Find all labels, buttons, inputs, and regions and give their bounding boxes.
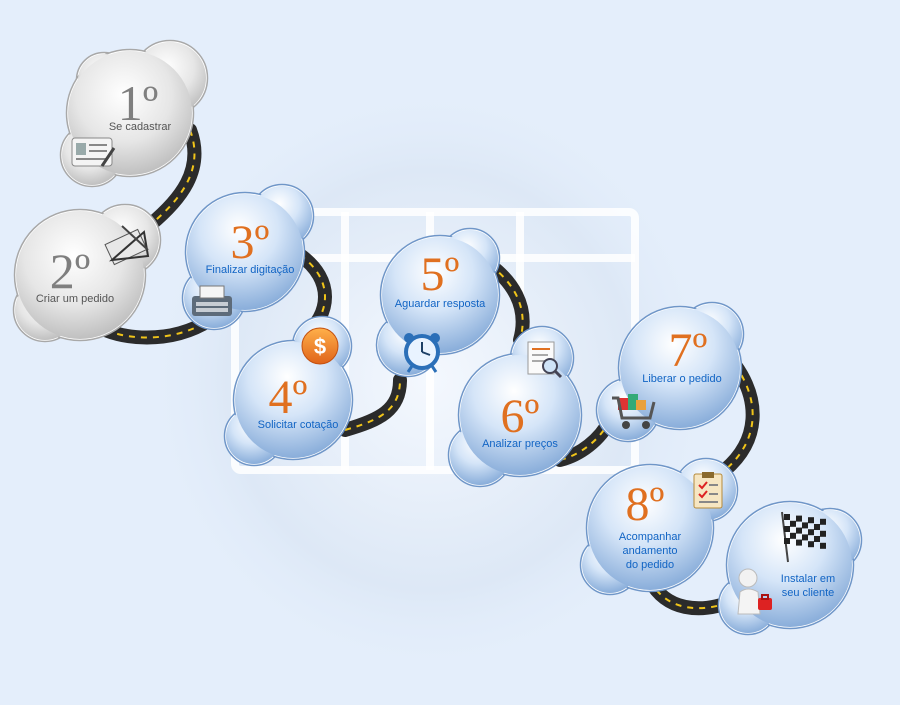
step-7-bubble [595, 301, 745, 443]
step-2-bubble [12, 203, 162, 343]
typewriter-icon [192, 285, 232, 316]
dollar-coin-icon: $ [301, 327, 339, 365]
step-2-label: Criar um pedido [36, 293, 114, 305]
step-6-label: Analizar preços [482, 438, 558, 450]
document-search-icon [527, 341, 563, 379]
step-4-bubble [223, 315, 354, 467]
step-8-label: do pedido [626, 559, 674, 571]
alarm-clock-icon [404, 333, 440, 373]
step-5-label: Aguardar resposta [395, 298, 486, 310]
step-4-label: Solicitar cotação [258, 419, 339, 431]
step-9-label: seu cliente [782, 587, 835, 599]
step-1-number: 1º [118, 75, 159, 131]
step-6-bubble [447, 325, 583, 488]
step-4-number: 4º [269, 371, 308, 424]
svg-text:$: $ [314, 334, 326, 359]
step-2-number: 2º [50, 243, 91, 299]
id-card-icon [71, 137, 116, 167]
drafting-tools-icon [104, 225, 150, 266]
shopping-cart-icon [612, 394, 656, 429]
step-9-label: Instalar em [781, 573, 835, 585]
step-3-number: 3º [231, 216, 270, 269]
step-3-label: Finalizar digitação [206, 264, 295, 276]
road-path [88, 123, 760, 616]
step-8-label: Acompanhar [619, 531, 682, 543]
installer-person-icon [737, 568, 772, 615]
checkered-flag-icon [781, 511, 826, 563]
step-8-label: andamento [622, 545, 677, 557]
step-6-number: 6º [501, 390, 540, 443]
step-8-number: 8º [626, 478, 665, 531]
step-1-label: Se cadastrar [109, 121, 172, 133]
step-7-number: 7º [669, 324, 708, 377]
step-7-label: Liberar o pedido [642, 373, 722, 385]
step-5-number: 5º [421, 248, 460, 301]
clipboard-checklist-icon [693, 472, 723, 509]
